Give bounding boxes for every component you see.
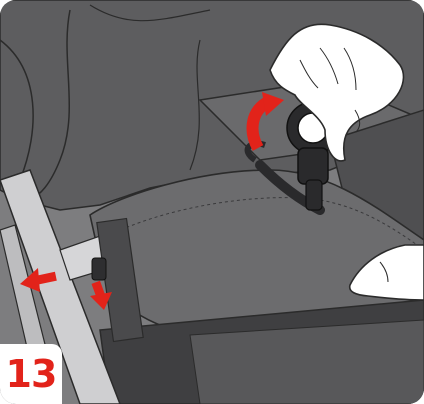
step-number: 13 — [6, 355, 57, 393]
step-badge: 13 — [0, 344, 62, 404]
